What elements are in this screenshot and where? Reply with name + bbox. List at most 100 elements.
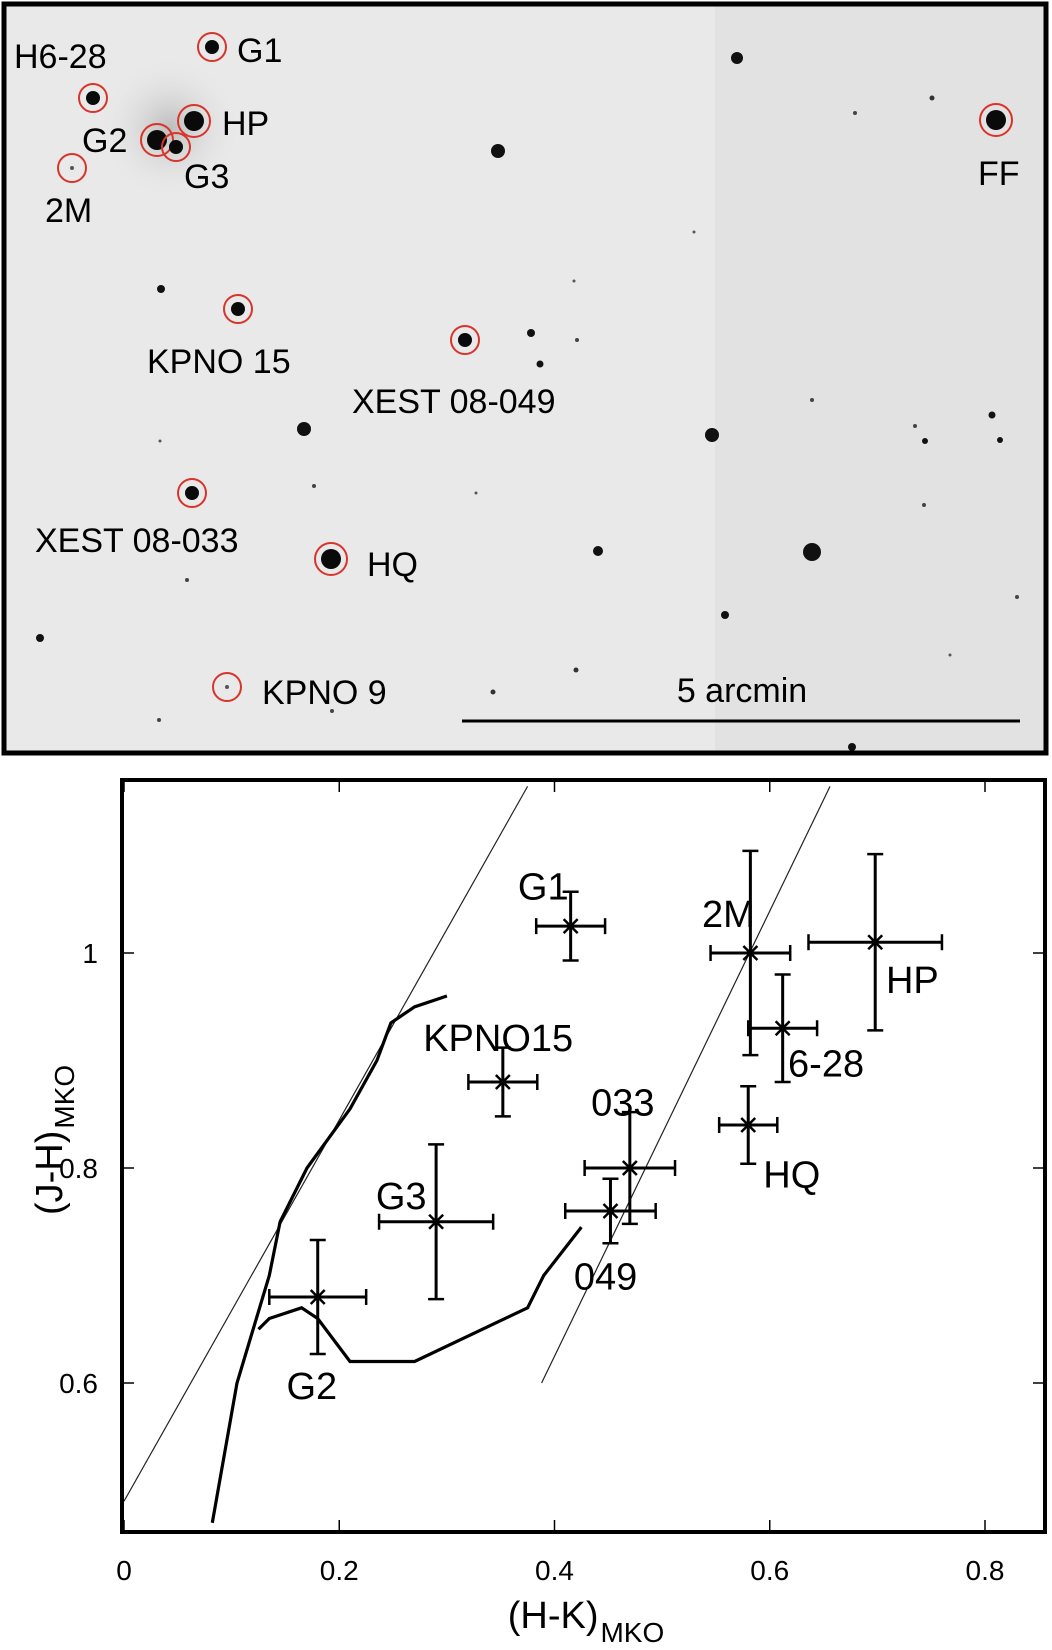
point-marker xyxy=(867,934,884,951)
data-point xyxy=(377,1143,495,1301)
y-tick-label: 0.6 xyxy=(59,1368,98,1399)
target-star xyxy=(458,333,472,347)
field-star xyxy=(922,438,928,444)
target-circle xyxy=(314,542,348,576)
target-star xyxy=(169,140,183,154)
target-star xyxy=(184,111,204,131)
target-star xyxy=(86,91,100,105)
x-tick-label: 0.8 xyxy=(966,1555,1005,1586)
target-star xyxy=(70,166,74,170)
field-star xyxy=(948,653,952,657)
point-label: KPNO15 xyxy=(423,1018,573,1060)
x-tick-label: 0.4 xyxy=(535,1555,574,1586)
field-star xyxy=(491,144,505,158)
target-circle xyxy=(979,103,1013,137)
point-marker xyxy=(309,1289,326,1305)
data-point xyxy=(534,890,607,962)
target-star xyxy=(986,110,1006,130)
target-stars xyxy=(57,32,1013,702)
plot-content xyxy=(124,786,944,1524)
object-label: HP xyxy=(222,105,269,143)
field-star xyxy=(572,279,576,283)
object-label: G3 xyxy=(184,158,229,196)
data-point xyxy=(564,1177,657,1245)
object-label: XEST 08-033 xyxy=(35,522,239,560)
reddening-vector-line xyxy=(541,786,831,1384)
field-star xyxy=(185,578,189,582)
field-star xyxy=(988,411,996,419)
target-circle xyxy=(177,478,207,508)
point-marker xyxy=(740,1117,757,1133)
target-circle xyxy=(177,104,211,138)
object-label: HQ xyxy=(367,546,418,584)
background-stars xyxy=(36,52,1019,751)
sky-image-frame xyxy=(1,1,1049,756)
point-marker xyxy=(494,1074,511,1090)
object-label: 2M xyxy=(45,192,92,230)
field-star xyxy=(573,667,579,673)
field-star xyxy=(157,285,165,293)
sky-image-right-tile xyxy=(715,4,1046,753)
data-point xyxy=(467,1046,539,1118)
object-label: G2 xyxy=(82,122,127,160)
point-marker xyxy=(774,1020,791,1037)
point-marker xyxy=(602,1203,619,1219)
field-star xyxy=(929,95,935,101)
field-star xyxy=(330,709,334,713)
target-circle xyxy=(212,672,242,702)
field-star xyxy=(913,424,917,428)
scale-bar-label: 5 arcmin xyxy=(677,672,807,710)
point-marker xyxy=(742,945,759,961)
point-marker xyxy=(562,918,579,935)
point-label: G3 xyxy=(376,1176,427,1218)
field-star xyxy=(810,398,814,402)
plot-frame xyxy=(120,778,1047,1534)
locus-curve xyxy=(257,1226,583,1364)
target-star xyxy=(185,486,199,500)
field-star xyxy=(158,439,162,443)
target-star xyxy=(231,302,245,316)
data-point xyxy=(268,1238,368,1356)
field-star xyxy=(721,611,729,619)
object-label: FF xyxy=(978,155,1020,193)
target-circle xyxy=(57,153,87,183)
target-circle xyxy=(140,123,174,157)
field-star xyxy=(575,338,579,342)
field-star xyxy=(536,360,544,368)
point-label: G2 xyxy=(287,1366,338,1408)
locus-curve xyxy=(210,994,448,1524)
field-star xyxy=(593,546,603,556)
object-label: H6-28 xyxy=(14,38,107,76)
x-tick-label: 0 xyxy=(116,1555,132,1586)
point-marker xyxy=(428,1213,444,1230)
point-marker xyxy=(621,1160,638,1176)
y-axis-title-subscript: MKO xyxy=(49,1065,80,1129)
field-star xyxy=(36,634,44,642)
point-label: 049 xyxy=(574,1256,637,1298)
x-tick-label: 0.2 xyxy=(320,1555,359,1586)
point-label: 6-28 xyxy=(788,1044,864,1086)
x-tick-label: 0.6 xyxy=(750,1555,789,1586)
field-star xyxy=(1015,595,1019,599)
field-star xyxy=(705,428,719,442)
bright-star-halo xyxy=(100,58,240,198)
object-label: XEST 08-049 xyxy=(352,383,556,421)
axis-ticks xyxy=(123,782,1043,1530)
data-point xyxy=(709,849,792,1057)
object-label: KPNO 9 xyxy=(262,674,387,712)
data-point xyxy=(807,852,944,1032)
field-star xyxy=(527,329,535,337)
target-circle xyxy=(197,32,227,62)
data-point xyxy=(717,1085,779,1165)
object-label: KPNO 15 xyxy=(147,343,291,381)
field-star xyxy=(474,491,478,495)
data-point xyxy=(583,1110,677,1226)
field-star xyxy=(731,52,743,64)
point-label: 2M xyxy=(702,894,755,936)
field-star xyxy=(848,743,856,751)
data-point xyxy=(746,973,819,1084)
target-circle xyxy=(78,83,108,113)
